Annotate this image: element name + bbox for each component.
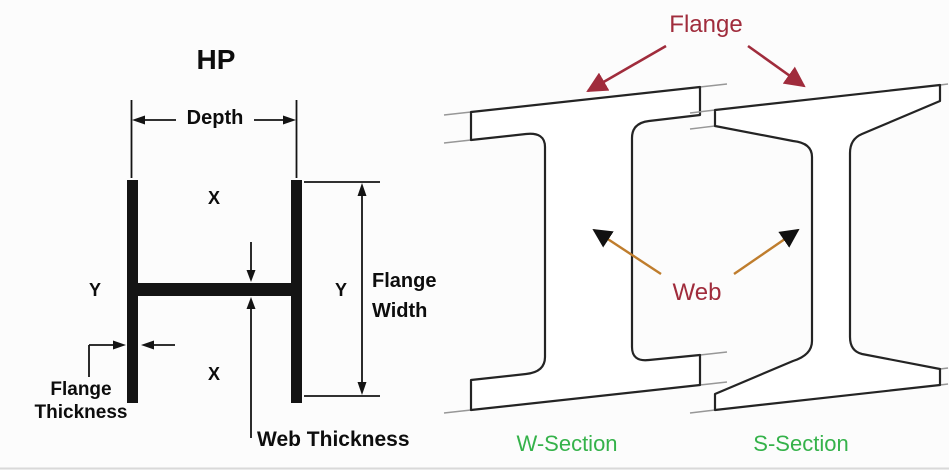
hp-web — [127, 283, 302, 296]
s-section-outline — [689, 83, 949, 414]
flange-arrows — [586, 44, 806, 93]
flange-left-arrowhead-icon — [141, 340, 154, 350]
left-dimension-arrowhead-icon — [132, 115, 145, 125]
flange-width-label: Flange Width — [372, 270, 437, 322]
web-bottom-arrowhead-icon — [246, 297, 256, 309]
s-section-label: S-Section — [753, 431, 849, 456]
flange-arrow-right-icon — [747, 44, 806, 88]
web-arrow-left-icon — [592, 228, 662, 276]
flange-label: Flange — [669, 11, 743, 38]
depth-label: Depth — [186, 107, 244, 129]
w-beam-shape — [469, 85, 702, 412]
web-thickness-label: Web Thickness — [257, 428, 410, 451]
right-dimension-arrowhead-icon — [283, 115, 296, 125]
up-arrowhead-icon — [357, 183, 367, 196]
flange-width-dimension — [304, 181, 380, 397]
x-axis-label-bottom: X — [207, 364, 221, 384]
web-thickness-indicator — [246, 242, 256, 438]
down-arrowhead-icon — [357, 382, 367, 395]
flange-thickness-indicator — [88, 340, 175, 377]
depth-dimension — [130, 100, 298, 178]
w-section-label: W-Section — [516, 431, 618, 456]
web-arrows — [592, 228, 800, 276]
s-beam-shape — [713, 83, 942, 412]
flange-right-arrowhead-icon — [113, 340, 126, 350]
flange-thickness-label: Flange Thickness — [34, 379, 128, 423]
web-label: Web — [672, 279, 722, 306]
hp-beam — [127, 180, 302, 403]
flange-arrow-left-icon — [586, 44, 667, 93]
hp-title: HP — [196, 44, 236, 75]
x-axis-label-top: X — [207, 188, 221, 208]
web-arrow-right-icon — [733, 228, 800, 275]
w-section-outline — [443, 83, 728, 414]
y-axis-label-left: Y — [88, 280, 102, 300]
y-axis-label-right: Y — [334, 280, 348, 300]
web-top-arrowhead-icon — [246, 270, 256, 282]
